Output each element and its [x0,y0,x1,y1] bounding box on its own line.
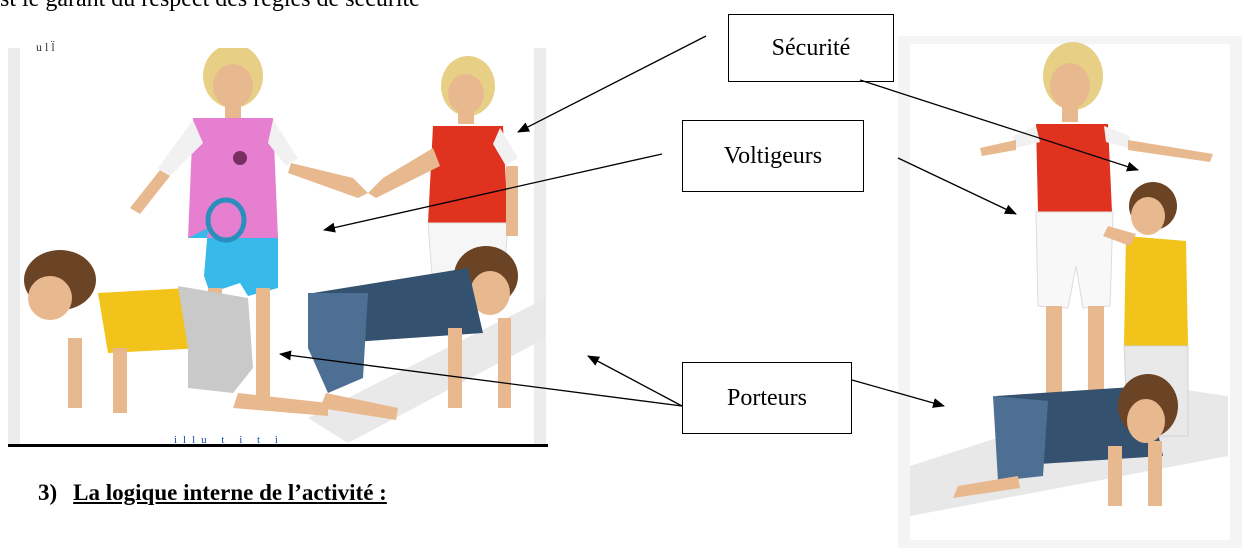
section-number: 3) [38,480,58,505]
pyramid-illustration-left [8,48,546,446]
section-heading: 3) La logique interne de l’activité : [38,480,387,506]
image-bottom-rule [8,444,548,447]
intro-text: st le garant du respect des règles de sé… [0,0,420,13]
label-voltigeurs-text: Voltigeurs [723,142,823,169]
arrow-securite-left [517,35,707,133]
label-voltigeurs: Voltigeurs [682,120,864,192]
label-porteurs: Porteurs [682,362,852,434]
clipped-caption-top: ull̈ [36,40,58,54]
label-securite-text: Sécurité [771,34,851,61]
label-porteurs-text: Porteurs [727,384,807,411]
label-securite: Sécurité [728,14,894,82]
pyramid-illustration-right [898,36,1242,548]
section-title: La logique interne de l’activité : [73,480,387,505]
porteur-boy-yellow [24,250,328,416]
porteur-boy-navy-bottom [953,374,1178,506]
clipped-caption-bottom: illu t i t i [174,434,284,446]
arrow-porteurs-left-2 [587,355,683,407]
